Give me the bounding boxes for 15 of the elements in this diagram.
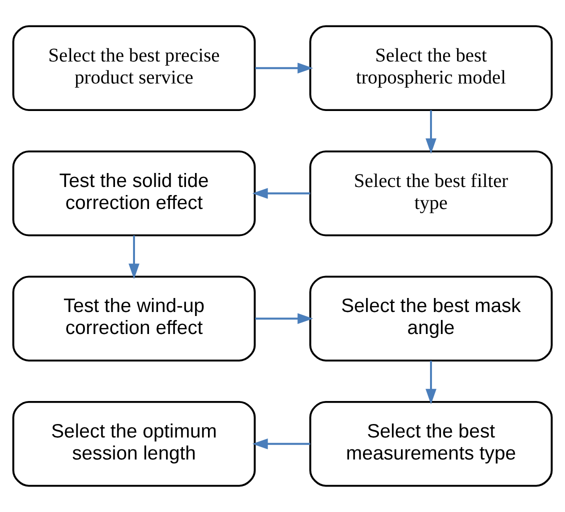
node-box: Select the optimum session length xyxy=(12,400,256,487)
node-box: Select the best mask angle xyxy=(309,276,553,362)
node-box: Select the best tropospheric model xyxy=(309,25,553,112)
arrow xyxy=(255,62,314,74)
arrow xyxy=(252,188,310,199)
node-box: Test the wind-up correction effect xyxy=(12,276,256,362)
arrow xyxy=(255,313,314,324)
arrow xyxy=(426,360,436,404)
arrow xyxy=(128,236,140,280)
arrow xyxy=(426,110,436,154)
node-box: Select the best measurements type xyxy=(309,400,553,487)
node-box: Test the solid tide correction effect xyxy=(12,150,256,236)
node-box: Select the best filter type xyxy=(309,150,553,236)
node-box: Select the best precise product service xyxy=(12,25,256,112)
arrow xyxy=(252,438,310,450)
